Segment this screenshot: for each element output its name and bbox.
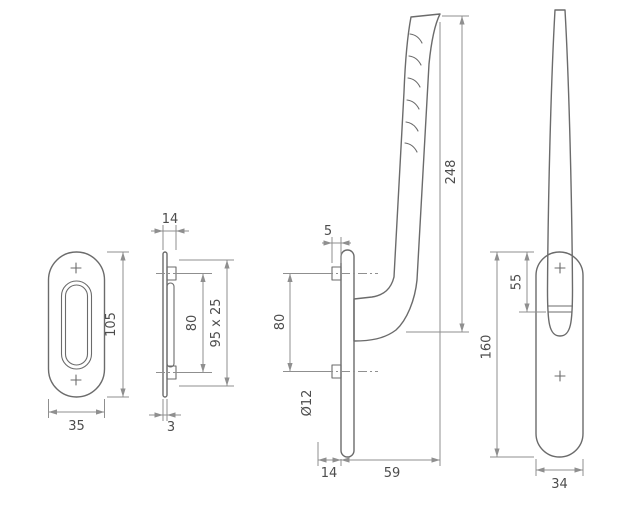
view-plate-front: 105 35 <box>47 251 129 434</box>
dim-label-14-base: 14 <box>321 466 338 481</box>
extension-lines-5 <box>331 237 342 263</box>
view-handle-front: 55 160 34 <box>480 9 584 492</box>
handle-front-outline <box>546 9 574 337</box>
dim-label-80-handle: 80 <box>273 314 288 331</box>
dim-label-35: 35 <box>68 419 85 434</box>
extension-lines-80-plate <box>179 273 212 373</box>
dim-label-95x25: 95 x 25 <box>209 298 224 347</box>
view-plate-side: 14 3 80 95 x 25 <box>149 212 234 435</box>
escutcheon-recess-outer <box>60 280 93 370</box>
handle-front-collar-lines <box>547 305 574 313</box>
dim-label-59: 59 <box>384 466 401 481</box>
dim-label-34: 34 <box>551 477 568 492</box>
handle-side-centerlines <box>324 273 378 372</box>
dim-label-14: 14 <box>162 212 179 227</box>
dim-label-3: 3 <box>167 420 175 435</box>
handle-grip-grooves <box>404 33 423 153</box>
dim-label-80-plate: 80 <box>185 315 200 332</box>
extension-lines-3 <box>162 399 168 421</box>
handle-side-plate <box>340 249 355 458</box>
handle-front-plate <box>535 251 584 458</box>
screw-cross-marks-front <box>554 262 566 382</box>
dim-label-dia12: Ø12 <box>300 390 315 417</box>
screw-cross-marks <box>70 262 82 386</box>
extension-lines-34 <box>535 459 584 476</box>
dim-label-5: 5 <box>324 224 332 239</box>
view-handle-side: 5 80 Ø12 248 14 59 <box>273 13 469 481</box>
handle-side-outline <box>353 13 441 342</box>
extension-lines-248 <box>406 15 469 333</box>
dim-label-55: 55 <box>510 274 525 291</box>
plate-side-recess-bulge <box>166 282 175 368</box>
extension-lines-bottom <box>317 442 342 466</box>
extension-lines-14 <box>162 225 177 250</box>
dim-label-105: 105 <box>104 312 119 337</box>
extension-lines-35 <box>48 399 105 418</box>
dim-label-248: 248 <box>444 160 459 185</box>
dim-label-160: 160 <box>480 335 495 360</box>
plate-side-centerlines <box>156 273 186 373</box>
escutcheon-outline <box>47 251 106 398</box>
escutcheon-recess-inner <box>64 284 89 366</box>
